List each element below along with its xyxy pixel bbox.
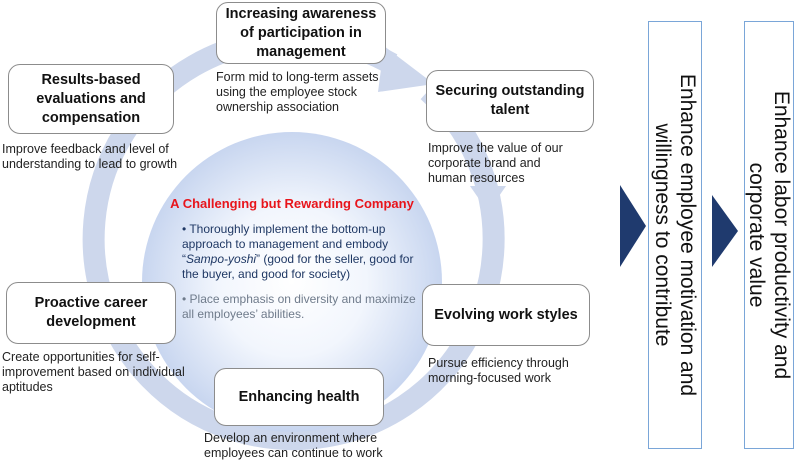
desc-line: Pursue efficiency through	[428, 356, 569, 370]
desc-line: Form mid to long-term assets	[216, 70, 379, 84]
node-health-title: Enhancing health	[238, 388, 360, 405]
node-talent-title: Securing outstanding talent	[435, 83, 585, 118]
desc-line: Develop an environment where	[204, 431, 378, 445]
desc-line: Improve feedback and level of	[2, 142, 169, 156]
center-bullet-2: • Place emphasis on diversity and maximi…	[182, 292, 416, 321]
outcome-line: willingness to contribute	[651, 123, 674, 347]
desc-line: Improve the value of our	[428, 141, 563, 155]
node-awareness: Increasing awareness of participation in…	[216, 2, 386, 64]
node-talent-desc: Improve the value of our corporate brand…	[428, 141, 563, 186]
node-results-desc: Improve feedback and level of understand…	[2, 142, 177, 172]
desc-line: aptitudes	[2, 380, 53, 394]
node-talent: Securing outstanding talent	[426, 70, 594, 132]
node-career: Proactive career development	[6, 282, 176, 344]
desc-line: corporate brand and	[428, 156, 541, 170]
desc-line: employees can continue to work	[204, 446, 383, 460]
node-health: Enhancing health	[214, 368, 384, 426]
center-title: A Challenging but Rewarding Company	[170, 196, 414, 211]
ring-arrowhead-right	[470, 186, 506, 212]
desc-line: understanding to lead to growth	[2, 157, 178, 171]
node-awareness-desc: Form mid to long-term assets using the e…	[216, 70, 379, 115]
outcome-line: corporate value	[745, 162, 768, 308]
node-results-title: Results-based evaluations and compensati…	[36, 71, 146, 126]
desc-line: ownership association	[216, 100, 339, 114]
ring-arrowhead-top	[378, 46, 434, 92]
node-workstyles-title: Evolving work styles	[434, 306, 578, 323]
outcome-line: Enhance labor productivity and	[770, 90, 793, 380]
node-results: Results-based evaluations and compensati…	[8, 64, 174, 134]
node-awareness-title: Increasing awareness of participation in…	[225, 5, 377, 60]
outcome-productivity: Enhance labor productivity and corporate…	[744, 21, 794, 449]
chevron-arrow-icon	[620, 185, 646, 267]
center-bullet-1-italic: Sampo-yoshi	[186, 252, 257, 266]
node-workstyles-desc: Pursue efficiency through morning-focuse…	[428, 356, 569, 386]
node-workstyles: Evolving work styles	[422, 284, 590, 346]
desc-line: Create opportunities for self-	[2, 350, 160, 364]
desc-line: improvement based on individual	[2, 365, 185, 379]
outcome-line: Enhance employee motivation and	[676, 73, 699, 397]
center-bullet-1-lead: • Thoroughly implement the bottom-up app…	[182, 222, 389, 266]
center-bullet-1: • Thoroughly implement the bottom-up app…	[182, 222, 422, 282]
desc-line: using the employee stock	[216, 85, 358, 99]
chevron-arrow-icon	[712, 195, 738, 267]
desc-line: human resources	[428, 171, 525, 185]
node-health-desc: Develop an environment where employees c…	[204, 431, 383, 461]
outcome-motivation: Enhance employee motivation and willingn…	[648, 21, 702, 449]
outcome-productivity-text: Enhance labor productivity and corporate…	[744, 91, 794, 379]
outcome-motivation-text: Enhance employee motivation and willingn…	[650, 74, 700, 396]
node-career-desc: Create opportunities for self- improveme…	[2, 350, 185, 395]
desc-line: morning-focused work	[428, 371, 551, 385]
node-career-title: Proactive career development	[34, 295, 148, 330]
center-bullet-1-tail: ” (good for the seller, good for the buy…	[182, 252, 414, 281]
